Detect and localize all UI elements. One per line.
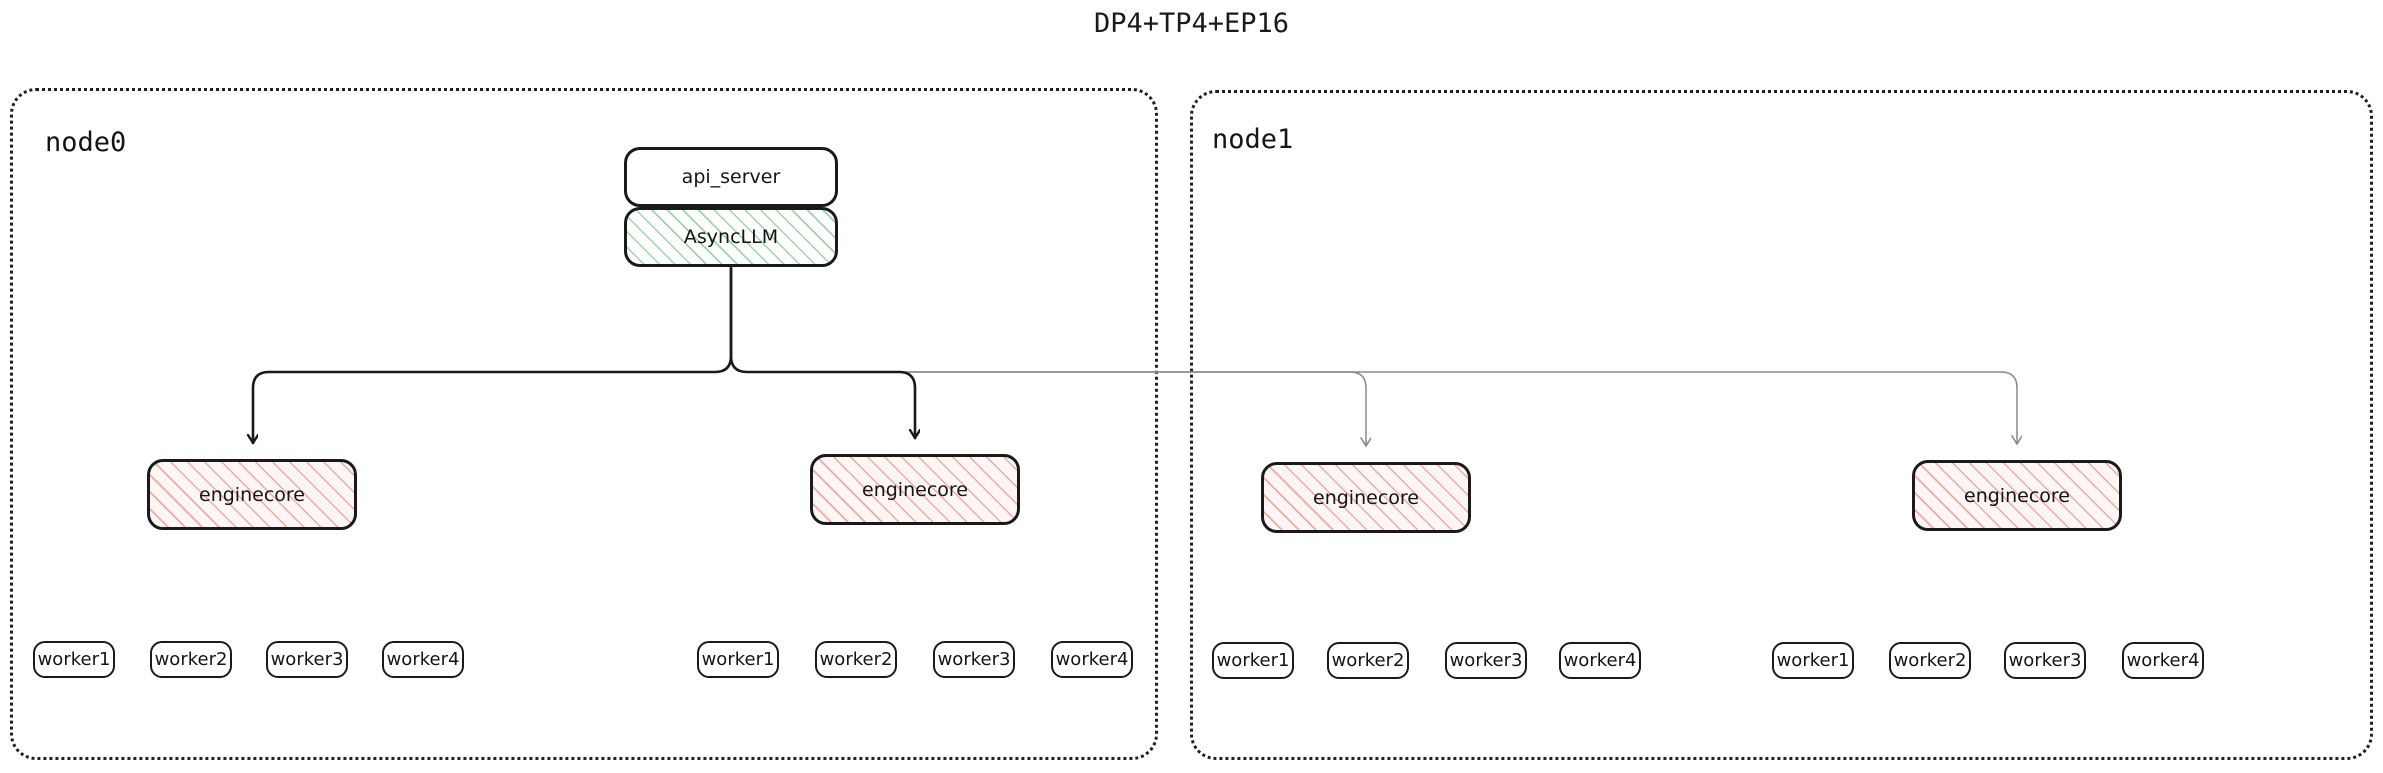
worker-box[interactable]: worker2	[815, 641, 897, 678]
worker-box[interactable]: worker1	[697, 641, 779, 678]
api-server-label: api_server	[681, 166, 781, 188]
worker-box[interactable]: worker2	[1327, 642, 1409, 679]
worker-label: worker1	[37, 649, 111, 670]
worker-label: worker4	[1563, 650, 1637, 671]
node-label-node0: node0	[45, 127, 127, 158]
asyncllm-label: AsyncLLM	[683, 226, 779, 248]
worker-label: worker4	[2126, 650, 2200, 671]
worker-label: worker3	[937, 649, 1011, 670]
asyncllm-box[interactable]: AsyncLLM	[624, 207, 838, 267]
worker-box[interactable]: worker3	[1445, 642, 1527, 679]
enginecore-box[interactable]: enginecore	[810, 454, 1020, 525]
worker-box[interactable]: worker4	[1051, 641, 1133, 678]
worker-label: worker3	[270, 649, 344, 670]
worker-label: worker2	[1331, 650, 1405, 671]
enginecore-label: enginecore	[1313, 486, 1419, 509]
worker-label: worker4	[386, 649, 460, 670]
enginecore-label: enginecore	[862, 478, 968, 501]
worker-box[interactable]: worker1	[1212, 642, 1294, 679]
api-server-box[interactable]: api_server	[624, 147, 838, 207]
worker-box[interactable]: worker4	[2122, 642, 2204, 679]
worker-label: worker1	[1216, 650, 1290, 671]
worker-box[interactable]: worker4	[382, 641, 464, 678]
worker-box[interactable]: worker1	[1772, 642, 1854, 679]
worker-label: worker2	[154, 649, 228, 670]
page-title: DP4+TP4+EP16	[1093, 8, 1290, 39]
node-label-node1: node1	[1212, 124, 1294, 155]
worker-label: worker1	[701, 649, 775, 670]
worker-label: worker2	[819, 649, 893, 670]
worker-box[interactable]: worker3	[266, 641, 348, 678]
worker-box[interactable]: worker4	[1559, 642, 1641, 679]
worker-label: worker1	[1776, 650, 1850, 671]
enginecore-box[interactable]: enginecore	[1261, 462, 1471, 533]
worker-box[interactable]: worker1	[33, 641, 115, 678]
enginecore-label: enginecore	[1964, 484, 2070, 507]
worker-label: worker3	[1449, 650, 1523, 671]
enginecore-label: enginecore	[199, 483, 305, 506]
enginecore-box[interactable]: enginecore	[1912, 460, 2122, 531]
worker-label: worker3	[2008, 650, 2082, 671]
enginecore-box[interactable]: enginecore	[147, 459, 357, 530]
worker-label: worker2	[1893, 650, 1967, 671]
worker-box[interactable]: worker3	[2004, 642, 2086, 679]
worker-box[interactable]: worker3	[933, 641, 1015, 678]
worker-box[interactable]: worker2	[1889, 642, 1971, 679]
worker-label: worker4	[1055, 649, 1129, 670]
worker-box[interactable]: worker2	[150, 641, 232, 678]
